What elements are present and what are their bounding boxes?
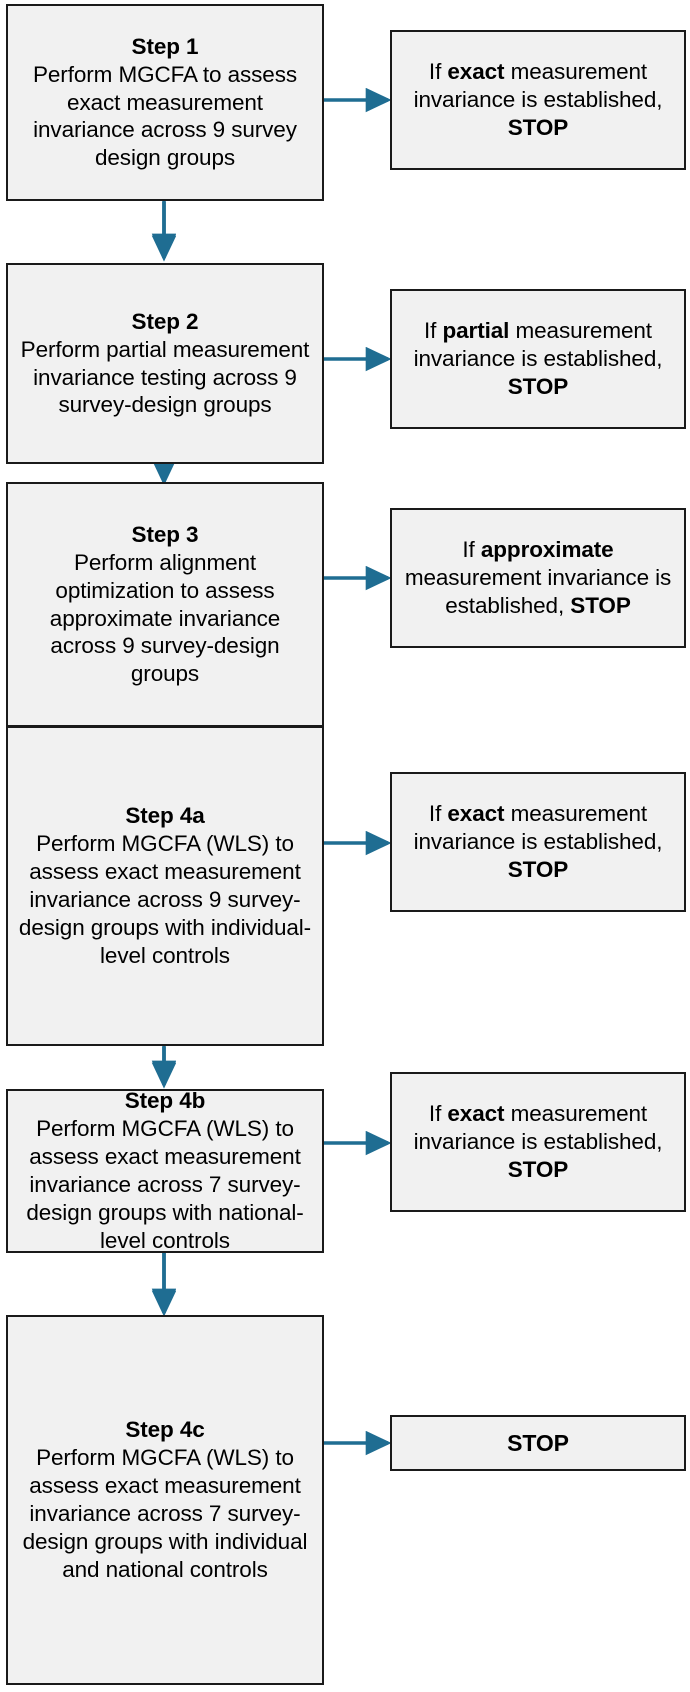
step-3-node[interactable]: Step 3 Perform alignment optimization to… (6, 482, 324, 727)
terminal-stop-node[interactable]: STOP (390, 1415, 686, 1471)
step-1-header: Step 1 (131, 33, 199, 59)
step-4a-header: Step 4a (125, 803, 205, 829)
outcome-4a-node[interactable]: If exact measurement invariance is estab… (390, 772, 686, 912)
outcome-2-rest: measurement invariance is established, (413, 318, 663, 372)
outcome-3-lead: If (462, 537, 481, 563)
step-3-header: Step 3 (131, 521, 199, 547)
step-1-body: Perform MGCFA to assess exact measuremen… (32, 61, 298, 171)
outcome-4b-lead: If (428, 1101, 448, 1127)
outcome-2-lead: If (424, 318, 443, 344)
outcome-4b-node[interactable]: If exact measurement invariance is estab… (390, 1072, 686, 1212)
outcome-4b-text: If exact measurement invariance is estab… (398, 1100, 678, 1184)
terminal-stop-label: STOP (507, 1429, 569, 1456)
step-4c-body: Perform MGCFA (WLS) to assess exact meas… (22, 1445, 308, 1582)
outcome-3-node[interactable]: If approximate measurement invariance is… (390, 508, 686, 648)
step-3-body: Perform alignment optimization to assess… (49, 549, 281, 687)
outcome-1-rest: measurement invariance is established, (413, 59, 663, 113)
step-1-node[interactable]: Step 1 Perform MGCFA to assess exact mea… (6, 4, 324, 201)
step-4a-node[interactable]: Step 4a Perform MGCFA (WLS) to assess ex… (6, 726, 324, 1046)
step-4a-body: Perform MGCFA (WLS) to assess exact meas… (18, 831, 312, 968)
outcome-3-emphasis: approximate (480, 537, 614, 563)
step-4c-header: Step 4c (125, 1417, 205, 1443)
outcome-4a-lead: If (428, 801, 448, 827)
step-4b-node[interactable]: Step 4b Perform MGCFA (WLS) to assess ex… (6, 1088, 324, 1253)
outcome-1-text: If exact measurement invariance is estab… (398, 58, 678, 142)
outcome-4b-rest: measurement invariance is established, (413, 1101, 663, 1155)
outcome-2-emphasis: partial (442, 318, 510, 344)
outcome-2-stop: STOP (507, 373, 569, 399)
outcome-4b-emphasis: exact (447, 1101, 505, 1127)
outcome-1-lead: If (428, 59, 448, 85)
step-4c-node[interactable]: Step 4c Perform MGCFA (WLS) to assess ex… (6, 1315, 324, 1685)
outcome-4a-stop: STOP (507, 856, 569, 882)
outcome-2-node[interactable]: If partial measurement invariance is est… (390, 289, 686, 429)
outcome-2-text: If partial measurement invariance is est… (398, 317, 678, 401)
outcome-4a-rest: measurement invariance is established, (413, 801, 663, 855)
outcome-3-rest: measurement invariance is established, (404, 565, 672, 618)
outcome-1-stop: STOP (507, 114, 569, 140)
outcome-3-stop: STOP (570, 592, 631, 618)
step-2-node[interactable]: Step 2 Perform partial measurement invar… (6, 263, 324, 464)
outcome-1-emphasis: exact (447, 59, 505, 85)
step-2-body: Perform partial measurement invariance t… (20, 336, 310, 418)
step-4b-body: Perform MGCFA (WLS) to assess exact meas… (26, 1116, 304, 1253)
outcome-3-text: If approximate measurement invariance is… (398, 536, 678, 620)
outcome-1-node[interactable]: If exact measurement invariance is estab… (390, 30, 686, 170)
outcome-4a-emphasis: exact (447, 801, 505, 827)
outcome-4a-text: If exact measurement invariance is estab… (398, 800, 678, 884)
outcome-4b-stop: STOP (507, 1156, 569, 1182)
step-2-header: Step 2 (131, 308, 199, 334)
step-4b-header: Step 4b (124, 1088, 206, 1114)
